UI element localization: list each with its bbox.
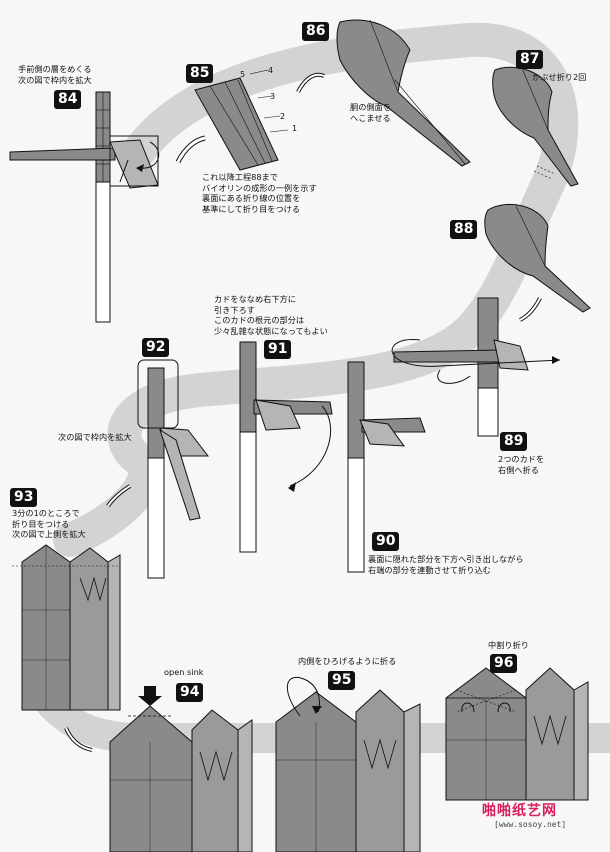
model-92	[137, 359, 210, 579]
watermark-site-name: 啪啪纸艺网	[482, 803, 557, 819]
step-number-85: 85	[186, 64, 214, 83]
step-number-89: 89	[500, 432, 528, 451]
layer-label-2: 2	[280, 112, 286, 121]
note-92: 次の図で枠内を拡大	[58, 432, 132, 442]
step-number-86: 86	[302, 22, 330, 41]
step-number-84: 84	[54, 90, 82, 109]
model-87	[492, 66, 579, 187]
note-94: open sink	[164, 667, 204, 677]
layer-label-3: 3	[270, 92, 276, 101]
note-96: 中割り折り	[488, 640, 529, 650]
step-number-90: 90	[372, 532, 400, 551]
step-number-96: 96	[490, 654, 518, 673]
model-95	[275, 677, 421, 852]
note-86: 胴の側面を へこませる	[350, 102, 391, 123]
layer-label-4: 4	[268, 66, 274, 75]
note-84: 手前側の層をめくる 次の図で枠内を拡大	[18, 64, 92, 85]
model-88	[484, 203, 591, 313]
note-87: かぶせ折り2回	[532, 72, 587, 82]
model-94	[109, 686, 253, 852]
step-number-91: 91	[264, 340, 292, 359]
arrow-88-89	[519, 297, 542, 322]
step-number-88: 88	[450, 220, 478, 239]
model-90	[347, 361, 426, 573]
note-91: カドをななめ右下方に 引き下ろす このカドの根元の部分は 少々乱雑な状態になって…	[214, 294, 328, 336]
note-93: 3分の1のところで 折り目をつける 次の図で上側を拡大	[12, 508, 86, 539]
sequence-band	[53, 22, 579, 557]
model-96	[445, 667, 589, 801]
model-91	[239, 341, 333, 553]
note-89: 2つのカドを 右側へ折る	[498, 454, 545, 475]
model-89	[391, 297, 561, 437]
model-93	[12, 544, 121, 711]
step-number-92: 92	[142, 338, 170, 357]
note-90: 裏面に隠れた部分を下方へ引き出しながら 右端の部分を連動させて折り込む	[368, 554, 524, 575]
model-84	[9, 91, 160, 323]
layer-label-1: 1	[292, 124, 298, 133]
watermark-url: [www.sosoy.net]	[494, 820, 567, 829]
arrow-84-85	[175, 135, 206, 164]
layer-label-5: 5	[240, 70, 246, 79]
step-number-94: 94	[176, 683, 204, 702]
step-number-95: 95	[328, 671, 356, 690]
model-86	[336, 19, 471, 167]
model-85	[194, 69, 289, 171]
step-number-93: 93	[10, 488, 38, 507]
note-95: 内側をひろげるように折る	[298, 656, 397, 666]
step-number-87: 87	[516, 50, 544, 69]
note-85: これ以降工程88まで バイオリンの成形の一例を示す 裏面にある折り線の位置を 基…	[202, 172, 317, 214]
